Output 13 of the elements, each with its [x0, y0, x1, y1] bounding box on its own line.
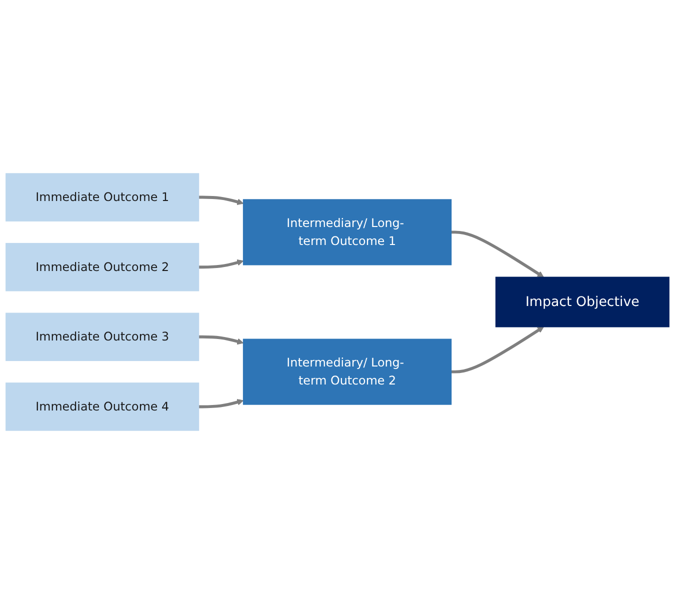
arrow — [451, 326, 544, 374]
arrow — [198, 196, 244, 206]
node-box: Intermediary/ Long- term Outcome 1 — [242, 199, 452, 266]
node-box: Impact Objective — [495, 276, 670, 328]
node-box: Immediate Outcome 1 — [6, 173, 200, 222]
arrow — [198, 398, 244, 408]
node-box: Immediate Outcome 4 — [6, 382, 200, 431]
arrow — [198, 335, 244, 345]
node-box: Immediate Outcome 3 — [6, 312, 200, 362]
arrow — [451, 230, 544, 278]
arrow — [198, 259, 244, 269]
node-box: Intermediary/ Long- term Outcome 2 — [242, 338, 452, 405]
node-box: Immediate Outcome 2 — [6, 242, 200, 292]
